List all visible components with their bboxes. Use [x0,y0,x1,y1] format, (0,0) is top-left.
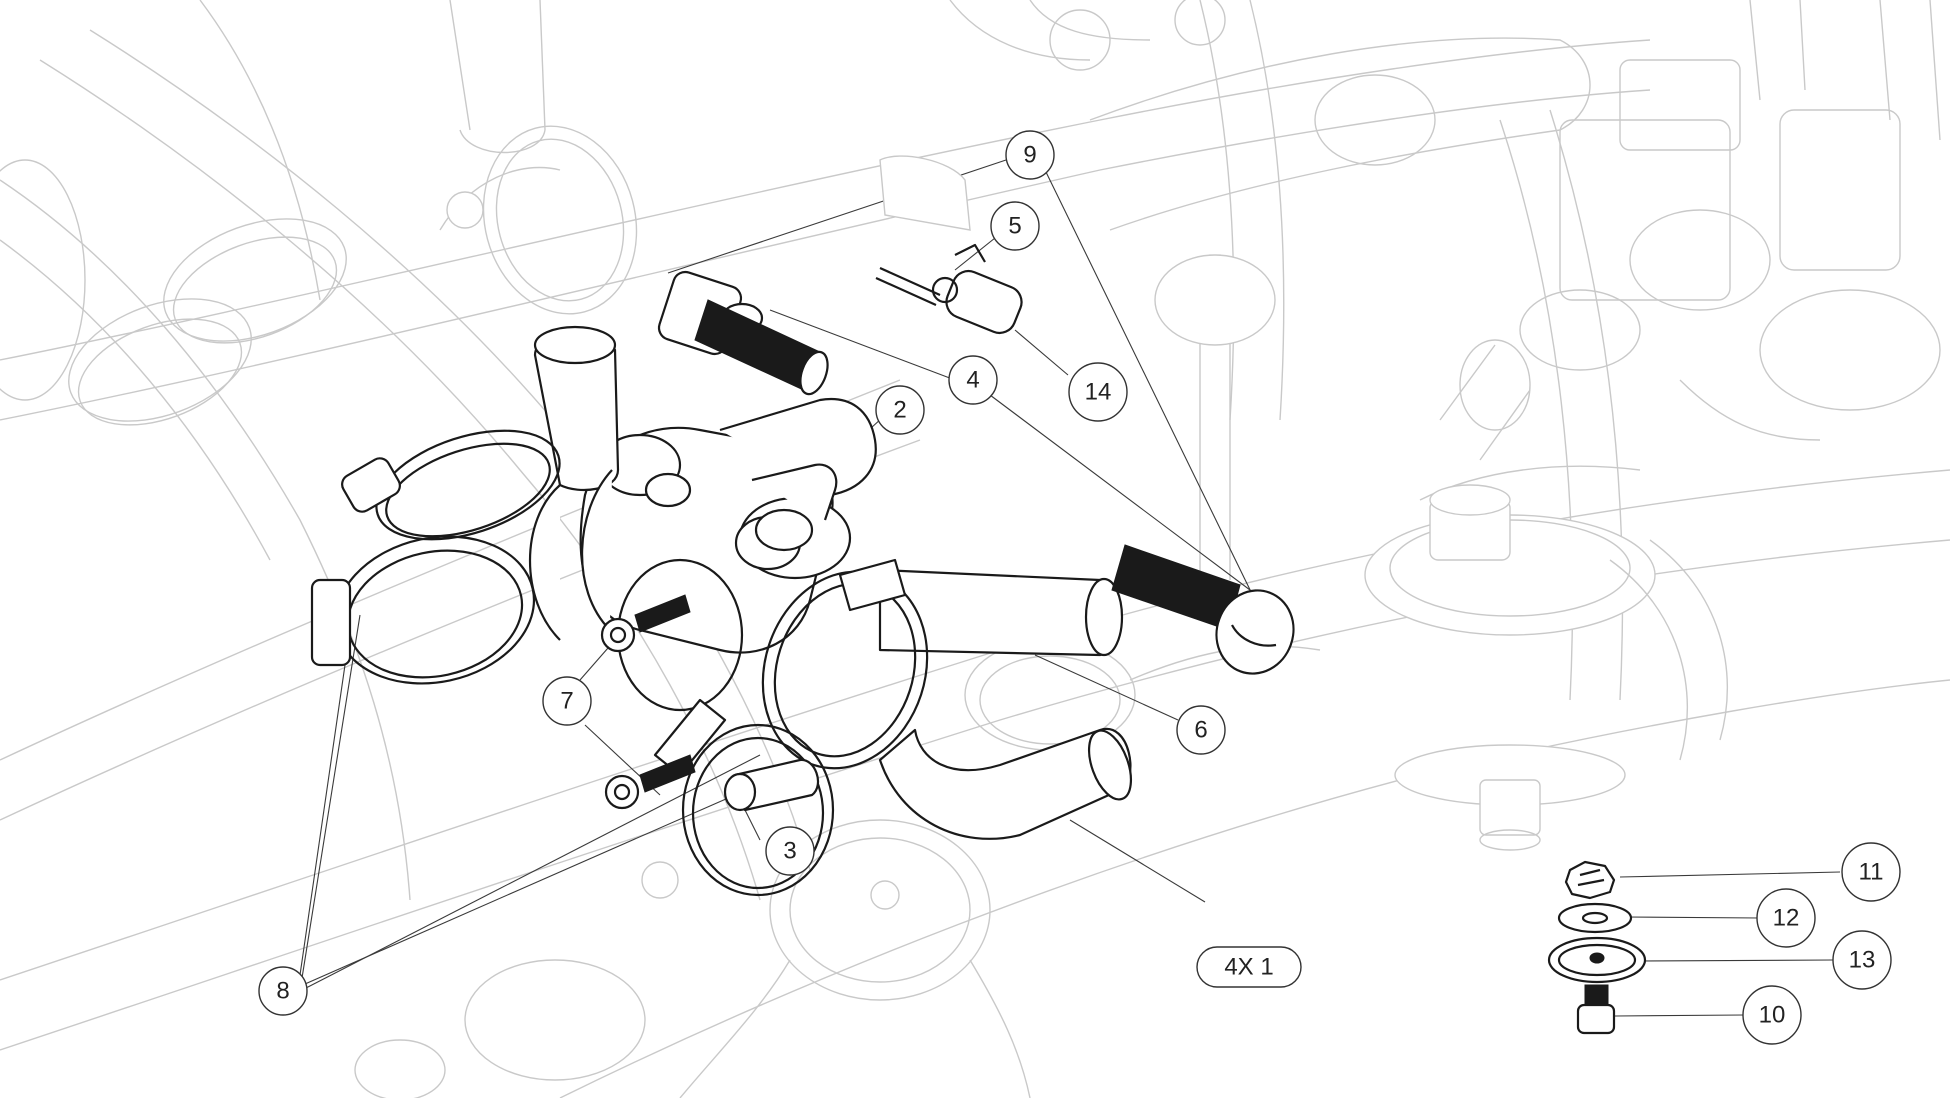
callout-4: 4 [948,355,998,405]
screw-7-lower [604,754,696,810]
upper-elbow-hose [528,325,620,641]
callout-4-label: 4 [966,367,979,394]
callout-10-label: 10 [1759,1002,1786,1029]
callout-2-label: 2 [893,397,906,424]
callout-1-label: 4X 1 [1224,954,1273,981]
callout-2: 2 [875,385,925,435]
bolt-stack [1547,860,1647,1035]
o-ring-seal [616,558,835,897]
callout-9: 9 [1005,130,1055,180]
hose-clamp-left-upper [341,429,561,541]
callout-8-label: 8 [276,978,289,1005]
hose-clamp-left-lower [310,535,536,685]
callout-3: 3 [765,826,815,876]
callout-12-label: 12 [1773,905,1800,932]
callout-7-label: 7 [560,688,573,715]
callout-14: 14 [1068,362,1128,422]
cap-9 [879,155,971,231]
callout-1: 4X 1 [1196,946,1302,988]
callout-13-label: 13 [1849,947,1876,974]
callout-12: 12 [1756,888,1816,948]
callout-6: 6 [1176,705,1226,755]
callout-8: 8 [258,966,308,1016]
callout-6-label: 6 [1194,717,1207,744]
right-outlet-pipe [878,568,1124,657]
callout-7: 7 [542,676,592,726]
pin-5 [954,243,986,263]
callout-9-label: 9 [1023,142,1036,169]
callout-13: 13 [1832,930,1892,990]
hose-clamp-center [761,558,929,770]
bolt-4-lower [1111,544,1295,675]
callout-11: 11 [1841,842,1901,902]
callout-10: 10 [1742,985,1802,1045]
bolt-4-upper [657,270,829,396]
sensor-3 [653,698,819,812]
screw-7-upper [600,594,691,653]
callout-5: 5 [990,201,1040,251]
callout-3-label: 3 [783,838,796,865]
callout-11-label: 11 [1859,859,1884,886]
lower-elbow-pipe [878,727,1133,840]
thermostat-housing [579,397,877,654]
callout-14-label: 14 [1085,379,1112,406]
plug-14 [875,266,1023,335]
callout-5-label: 5 [1008,213,1021,240]
